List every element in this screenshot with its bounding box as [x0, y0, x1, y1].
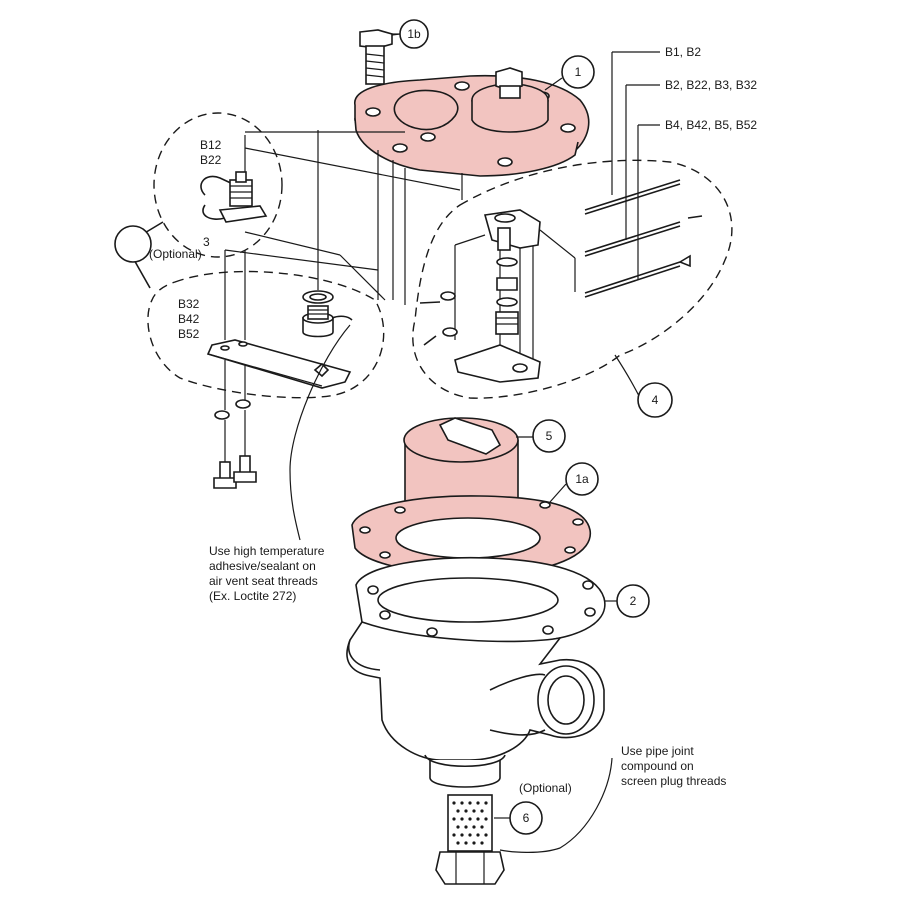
svg-text:screen plug threads: screen plug threads [621, 774, 726, 788]
svg-text:1b: 1b [407, 27, 421, 41]
label-leader-lines [611, 51, 660, 280]
svg-text:adhesive/sealant on: adhesive/sealant on [209, 559, 316, 573]
label-b22: B22 [200, 153, 222, 167]
svg-text:air vent seat threads: air vent seat threads [209, 574, 318, 588]
lower-bracket-assembly [454, 344, 541, 383]
note-pipe-joint: Use pipe joint compound on screen plug t… [621, 744, 726, 788]
callout-5: 5 [532, 419, 566, 453]
svg-text:(Ex. Loctite 272): (Ex. Loctite 272) [209, 589, 296, 603]
label-b32: B32 [178, 297, 200, 311]
assembly-4-group-outline [412, 159, 733, 399]
label-b12: B12 [200, 138, 222, 152]
bolt-1b [359, 29, 393, 85]
thermostatic-element-bracket [483, 209, 541, 251]
svg-text:compound on: compound on [621, 759, 694, 773]
optional-callout-empty [114, 225, 152, 263]
svg-text:Use pipe joint: Use pipe joint [621, 744, 694, 758]
callout-1b: 1b [399, 19, 429, 49]
callout-6: 6 [509, 801, 543, 835]
callout-1: 1 [561, 55, 595, 89]
optional-bracket-lower [132, 257, 151, 289]
svg-text:2: 2 [630, 594, 637, 608]
callout-4: 4 [637, 382, 673, 418]
svg-text:6: 6 [523, 811, 530, 825]
trap-body-part-2 [346, 556, 606, 788]
label-b2-b22-b3-b32: B2, B22, B3, B32 [665, 78, 757, 92]
b-series-washer-and-plug [302, 290, 353, 338]
note-adhesive: Use high temperature adhesive/sealant on… [209, 544, 325, 603]
cotter-pins-left [419, 291, 458, 346]
lock-washers-and-screws [213, 399, 257, 489]
top-cover-part-1 [354, 67, 590, 177]
b12-b22-float-assembly [200, 171, 268, 223]
label-optional-lower: (Optional) [519, 781, 572, 795]
svg-text:1a: 1a [575, 472, 589, 486]
svg-text:Use high temperature: Use high temperature [209, 544, 325, 558]
nut-and-washer-set [495, 257, 519, 335]
gasket-part-1a [351, 495, 591, 576]
label-b1-b2: B1, B2 [665, 45, 701, 59]
callout-1a: 1a [565, 462, 599, 496]
label-number-3: 3 [203, 235, 210, 249]
label-b4-b42-b5-b52: B4, B42, B5, B52 [665, 118, 757, 132]
label-b42: B42 [178, 312, 200, 326]
svg-text:5: 5 [546, 429, 553, 443]
callout-2: 2 [616, 584, 650, 618]
mounting-plate [206, 339, 352, 389]
assembly-guide-lines [224, 130, 576, 470]
rods-b1-b5 [584, 179, 703, 298]
b12-b22-group-outline [153, 112, 283, 258]
label-b52: B52 [178, 327, 200, 341]
label-optional-upper: (Optional) [149, 247, 202, 261]
svg-text:1: 1 [575, 65, 582, 79]
svg-text:4: 4 [652, 393, 659, 407]
strainer-screen-part-6 [435, 794, 505, 885]
